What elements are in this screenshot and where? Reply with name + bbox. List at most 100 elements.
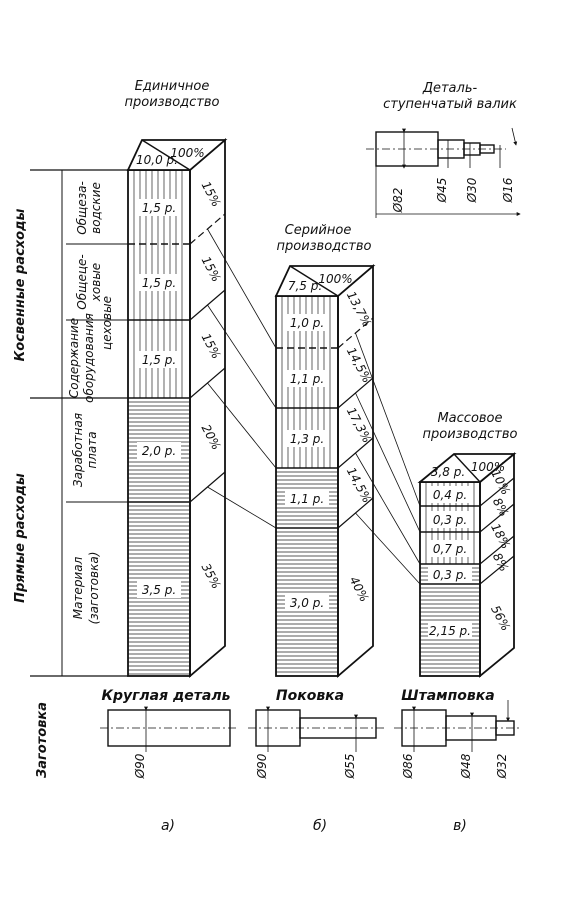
column-a-value-1: 1,5 р. <box>142 201 176 215</box>
connector-0-4 <box>207 486 277 529</box>
blank-row-label: Заготовка <box>35 702 50 778</box>
column-c-segment-4: 0,3 р.8% <box>420 550 511 584</box>
blank-c-dim-32: Ø32 <box>495 754 509 780</box>
connector-0-2 <box>207 304 277 409</box>
column-c-value-3: 0,7 р. <box>433 542 467 556</box>
blank-c-dim-86: Ø86 <box>401 753 415 779</box>
column-c-value-1: 0,4 р. <box>433 488 467 502</box>
direct-costs-label: Прямые расходы <box>13 473 28 603</box>
part-dim-16: Ø16 <box>501 177 515 203</box>
part-dim-45: Ø45 <box>435 178 449 204</box>
title-mass-line1: Массовое <box>437 411 502 426</box>
title-serial-line2: производство <box>276 239 371 254</box>
blank-label-forging: Поковка <box>276 688 344 704</box>
blank-label-stamping: Штамповка <box>401 688 494 704</box>
column-b-total-pct: 100% <box>318 272 352 286</box>
column-c-segment-3: 0,7 р.18% <box>420 521 513 564</box>
title-single-line2: производство <box>124 95 219 110</box>
blank-b-dim-90: Ø90 <box>255 753 269 779</box>
column-b-segment-3: 1,3 р. 17,3% <box>276 405 374 468</box>
column-a-pct-3: 15% <box>199 331 224 361</box>
column-b-value-3: 1,3 р. <box>290 432 324 446</box>
column-c-value-2: 0,3 р. <box>433 513 467 527</box>
column-b-segment-2: 1,1 р. 14,5% <box>276 345 374 408</box>
column-c-segment-5: 2,15 р. 56% <box>420 584 513 676</box>
column-b-segment-1: 1,0 р. 13,7% <box>276 289 374 348</box>
material-label-1: Материал <box>71 556 85 619</box>
forging-blank-drawing <box>248 706 384 752</box>
column-c-value-4: 0,3 р. <box>433 568 467 582</box>
column-b-pct-1: 13,7% <box>344 289 374 329</box>
plant-overhead-label-2: водские <box>89 182 103 234</box>
column-a-pct-1: 15% <box>199 179 224 209</box>
indirect-costs-label: Косвенные расходы <box>13 208 28 361</box>
production-columns: 1,5 р. 15% 1,5 р. 15% 1,5 р. 15% 2,0 р. 20% 3,5 … <box>126 138 517 678</box>
blank-a-dim-90: Ø90 <box>133 753 147 779</box>
column-a-segment-2: 1,5 р. 15% <box>128 244 223 320</box>
caption-a: а) <box>161 818 175 834</box>
stepped-shaft-drawing <box>366 127 521 218</box>
connector-1-4 <box>355 512 421 585</box>
column-c-pct-5: 56% <box>488 603 513 633</box>
column-b-value-2: 1,1 р. <box>290 372 324 386</box>
blank-label-round: Круглая деталь <box>102 688 231 704</box>
blank-c-dim-48: Ø48 <box>459 753 473 779</box>
shop-overhead-label-2: ховые <box>89 263 103 302</box>
part-dim-82: Ø82 <box>391 188 405 214</box>
part-dim-30: Ø30 <box>465 177 479 203</box>
connector-lines <box>207 228 421 585</box>
title-mass-line2: производство <box>422 427 517 442</box>
column-c-total: 3,8 р. <box>431 465 465 479</box>
connector-1-3 <box>355 452 421 565</box>
column-a-total-pct: 100% <box>170 146 204 160</box>
column-a-value-2: 1,5 р. <box>142 276 176 290</box>
equipment-label-3: цеховые <box>100 296 114 350</box>
title-part-line2: ступенчатый валик <box>383 97 517 112</box>
stamping-blank-drawing <box>394 700 522 752</box>
column-a-segment-5: 3,5 р. 35% <box>128 502 223 676</box>
column-b-segment-5: 3,0 р. 40% <box>276 528 371 676</box>
column-b-value-4: 1,1 р. <box>290 492 324 506</box>
column-b-total: 7,5 р. <box>288 279 322 293</box>
column-c-total-pct: 100% <box>471 460 505 474</box>
title-part-line1: Деталь- <box>422 81 478 96</box>
column-a-value-4: 2,0 р. <box>142 444 176 458</box>
column-b-value-1: 1,0 р. <box>290 316 324 330</box>
caption-c: в) <box>453 818 467 834</box>
column-a-segment-4: 2,0 р. 20% <box>128 398 223 502</box>
material-label-2: (заготовка) <box>87 552 101 625</box>
equipment-label-2: оборудования <box>82 313 96 403</box>
column-a-total: 10,0 р. <box>136 153 178 167</box>
column-a-pct-4: 20% <box>199 422 224 452</box>
column-b-pct-3: 17,3% <box>344 405 374 445</box>
connector-0-3 <box>207 382 277 469</box>
column-c-segment-2: 0,3 р.8% <box>420 495 511 532</box>
wages-label-2: плата <box>85 431 99 468</box>
column-a-value-3: 1,5 р. <box>142 353 176 367</box>
column-a-segment-1: 1,5 р. 15% <box>128 170 223 244</box>
connector-1-2 <box>355 392 421 533</box>
column-b-value-5: 3,0 р. <box>290 596 324 610</box>
caption-b: б) <box>313 818 327 834</box>
connector-1-1 <box>355 332 421 507</box>
blank-b-dim-55: Ø55 <box>343 754 357 780</box>
column-a-value-5: 3,5 р. <box>142 583 176 597</box>
column-b-segment-4: 1,1 р.14,5% <box>276 465 374 528</box>
shop-overhead-label-1: Общеце- <box>75 254 89 309</box>
column-b-pct-5: 40% <box>347 574 372 604</box>
column-a-pct-5: 35% <box>199 561 224 591</box>
round-blank-drawing <box>100 706 238 752</box>
title-single-line1: Единичное <box>135 79 210 94</box>
column-a: 1,5 р. 15% 1,5 р. 15% 1,5 р. 15% 2,0 р. 20% 3,5 … <box>126 138 228 678</box>
column-a-pct-2: 15% <box>199 254 224 284</box>
column-c-value-5: 2,15 р. <box>429 624 471 638</box>
equipment-label-1: Содержание <box>67 318 81 398</box>
plant-overhead-label-1: Общеза- <box>75 181 89 235</box>
connector-0-1 <box>207 228 277 349</box>
title-serial-line1: Серийное <box>285 223 352 238</box>
column-b-pct-2: 14,5% <box>344 345 374 385</box>
column-b: 1,0 р. 13,7% 1,1 р. 14,5% 1,3 р. 17,3% 1,1 р. 1… <box>274 264 376 678</box>
wages-label-1: Заработная <box>71 413 85 487</box>
column-c: 0,4 р.10%0,3 р.8%0,7 р.18%0,3 р.8%2,15 р… <box>417 452 517 678</box>
